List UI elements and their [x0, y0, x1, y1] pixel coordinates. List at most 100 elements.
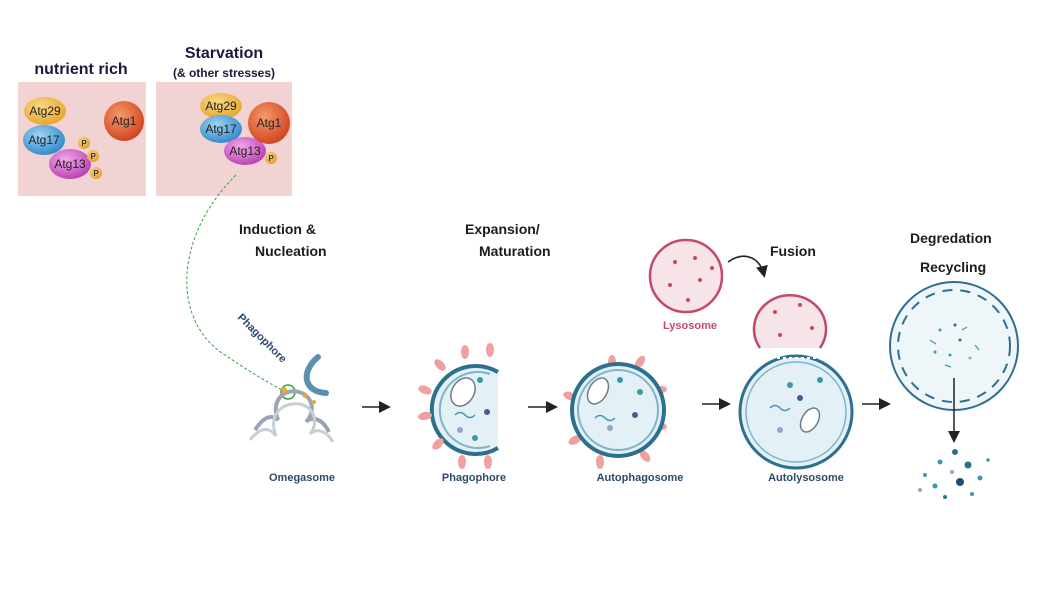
- molecule-dot: [937, 459, 943, 465]
- mitochondrion-icon: [450, 377, 476, 407]
- atg1-protein: [248, 102, 290, 144]
- hydrolase-dot: [686, 298, 690, 302]
- hydrolase-dot: [673, 260, 677, 264]
- atg-complex-dot: [281, 387, 287, 393]
- molecule-dot: [918, 488, 922, 492]
- receptor-spike: [596, 455, 604, 469]
- atg29-protein: [200, 93, 242, 119]
- phospho-icon: [87, 150, 99, 162]
- receptor-spike: [486, 343, 494, 357]
- receptor-spike: [432, 438, 444, 450]
- molecule-dot: [970, 492, 974, 496]
- phagophore-membrane: [303, 354, 329, 396]
- phospho-icon: [265, 152, 277, 164]
- degrading-inner-membrane: [897, 289, 1011, 403]
- cargo-dot: [777, 427, 783, 433]
- hydrolase-dot: [693, 256, 697, 260]
- starvation-subtitle: (& other stresses): [173, 66, 275, 80]
- molecule-dot: [943, 495, 947, 499]
- recycled-molecules: [918, 449, 990, 499]
- phospho-label: P: [81, 139, 87, 148]
- nutrient-rich-title: nutrient rich: [34, 61, 127, 78]
- receptor-spike: [418, 411, 432, 421]
- receptor-spike: [484, 455, 492, 469]
- debris-dot: [933, 350, 937, 354]
- atg-complex-dot: [303, 394, 307, 398]
- expansion-title-line2: Maturation: [479, 243, 551, 259]
- molecule-dot: [952, 449, 958, 455]
- degradation-title-line2: Recycling: [920, 259, 986, 275]
- degradation-title-line1: Degredation: [910, 230, 992, 246]
- lysosome-label: Lysosome: [663, 320, 717, 332]
- receptor-spike: [568, 435, 582, 445]
- autolysosome-label: Autolysosome: [768, 472, 844, 484]
- phospho-label: P: [93, 169, 99, 178]
- mitochondrion-icon: [799, 407, 821, 433]
- cargo-dot: [472, 435, 478, 441]
- atg29-label: Atg29: [29, 104, 61, 118]
- atg17-label: Atg17: [205, 122, 237, 136]
- cargo-dot: [607, 425, 613, 431]
- phospho-icon: [90, 167, 102, 179]
- phagophore-tag: Phagophore: [235, 312, 289, 366]
- omegasome-label: Omegasome: [269, 472, 335, 484]
- atg-complex-dot: [312, 400, 316, 404]
- fusion-arrow: [727, 255, 768, 278]
- phospho-label: P: [268, 154, 274, 163]
- atg13-protein: [224, 137, 266, 165]
- mitochondrion-icon: [586, 377, 610, 405]
- lysosome-structure: Lysosome: [648, 238, 724, 332]
- debris-dot: [968, 356, 972, 360]
- cargo-dot: [457, 427, 463, 433]
- phagophore-structure: Phagophore: [418, 343, 506, 484]
- starvation-panel: Atg29 Atg17 Atg13 P Atg1: [156, 82, 292, 196]
- induction-title-line1: Induction &: [239, 221, 316, 237]
- cargo-dot: [632, 412, 638, 418]
- molecule-dot: [986, 458, 990, 462]
- debris-dot: [958, 338, 962, 342]
- atg1-label: Atg1: [112, 114, 137, 128]
- hydrolase-dot: [710, 266, 714, 270]
- debris-dot: [953, 323, 957, 327]
- cargo-dot: [617, 377, 623, 383]
- atg13-protein: [49, 149, 91, 179]
- debris-fragment: [929, 326, 980, 368]
- molecule-dot: [977, 475, 983, 481]
- debris-dot: [948, 353, 952, 357]
- autophagosome-structure: Autophagosome: [563, 355, 684, 484]
- atg13-label: Atg13: [229, 144, 261, 158]
- hydrolase-dot: [810, 326, 814, 330]
- molecule-dot: [923, 473, 927, 477]
- induction-title-line2: Nucleation: [255, 243, 327, 259]
- hydrolase-dot: [698, 278, 702, 282]
- receptor-spike: [634, 355, 646, 369]
- cargo-dot: [817, 377, 823, 383]
- starvation-title: Starvation: [185, 45, 263, 62]
- expansion-title-line1: Expansion/: [465, 221, 540, 237]
- phagophore-membrane: [429, 364, 500, 456]
- autophagosome-label: Autophagosome: [597, 472, 684, 484]
- receptor-spike: [434, 359, 446, 371]
- cargo-protein: [454, 411, 476, 419]
- receptor-spike: [458, 455, 466, 469]
- molecule-dot: [932, 483, 938, 489]
- cargo-dot: [797, 395, 803, 401]
- atg29-protein: [24, 97, 66, 125]
- phospho-icon: [78, 137, 90, 149]
- hydrolase-dot: [778, 333, 782, 337]
- molecule-dot: [956, 478, 964, 486]
- cargo-protein: [769, 404, 791, 412]
- molecule-dot: [950, 470, 954, 474]
- cargo-dot: [477, 377, 483, 383]
- phagophore-label: Phagophore: [442, 472, 506, 484]
- nutrient-rich-panel: Atg29 Atg17 Atg13 P P P Atg1: [18, 82, 146, 196]
- cargo-protein: [594, 414, 616, 422]
- phagophore-inner-membrane: [438, 371, 491, 449]
- lysosome-membrane: [648, 238, 724, 314]
- molecule-dot: [964, 461, 972, 469]
- connector-line: [186, 174, 287, 393]
- autolysosome-membrane: [738, 354, 854, 470]
- atg1-protein: [104, 101, 144, 141]
- autolysosome-structure: Autolysosome: [738, 293, 854, 484]
